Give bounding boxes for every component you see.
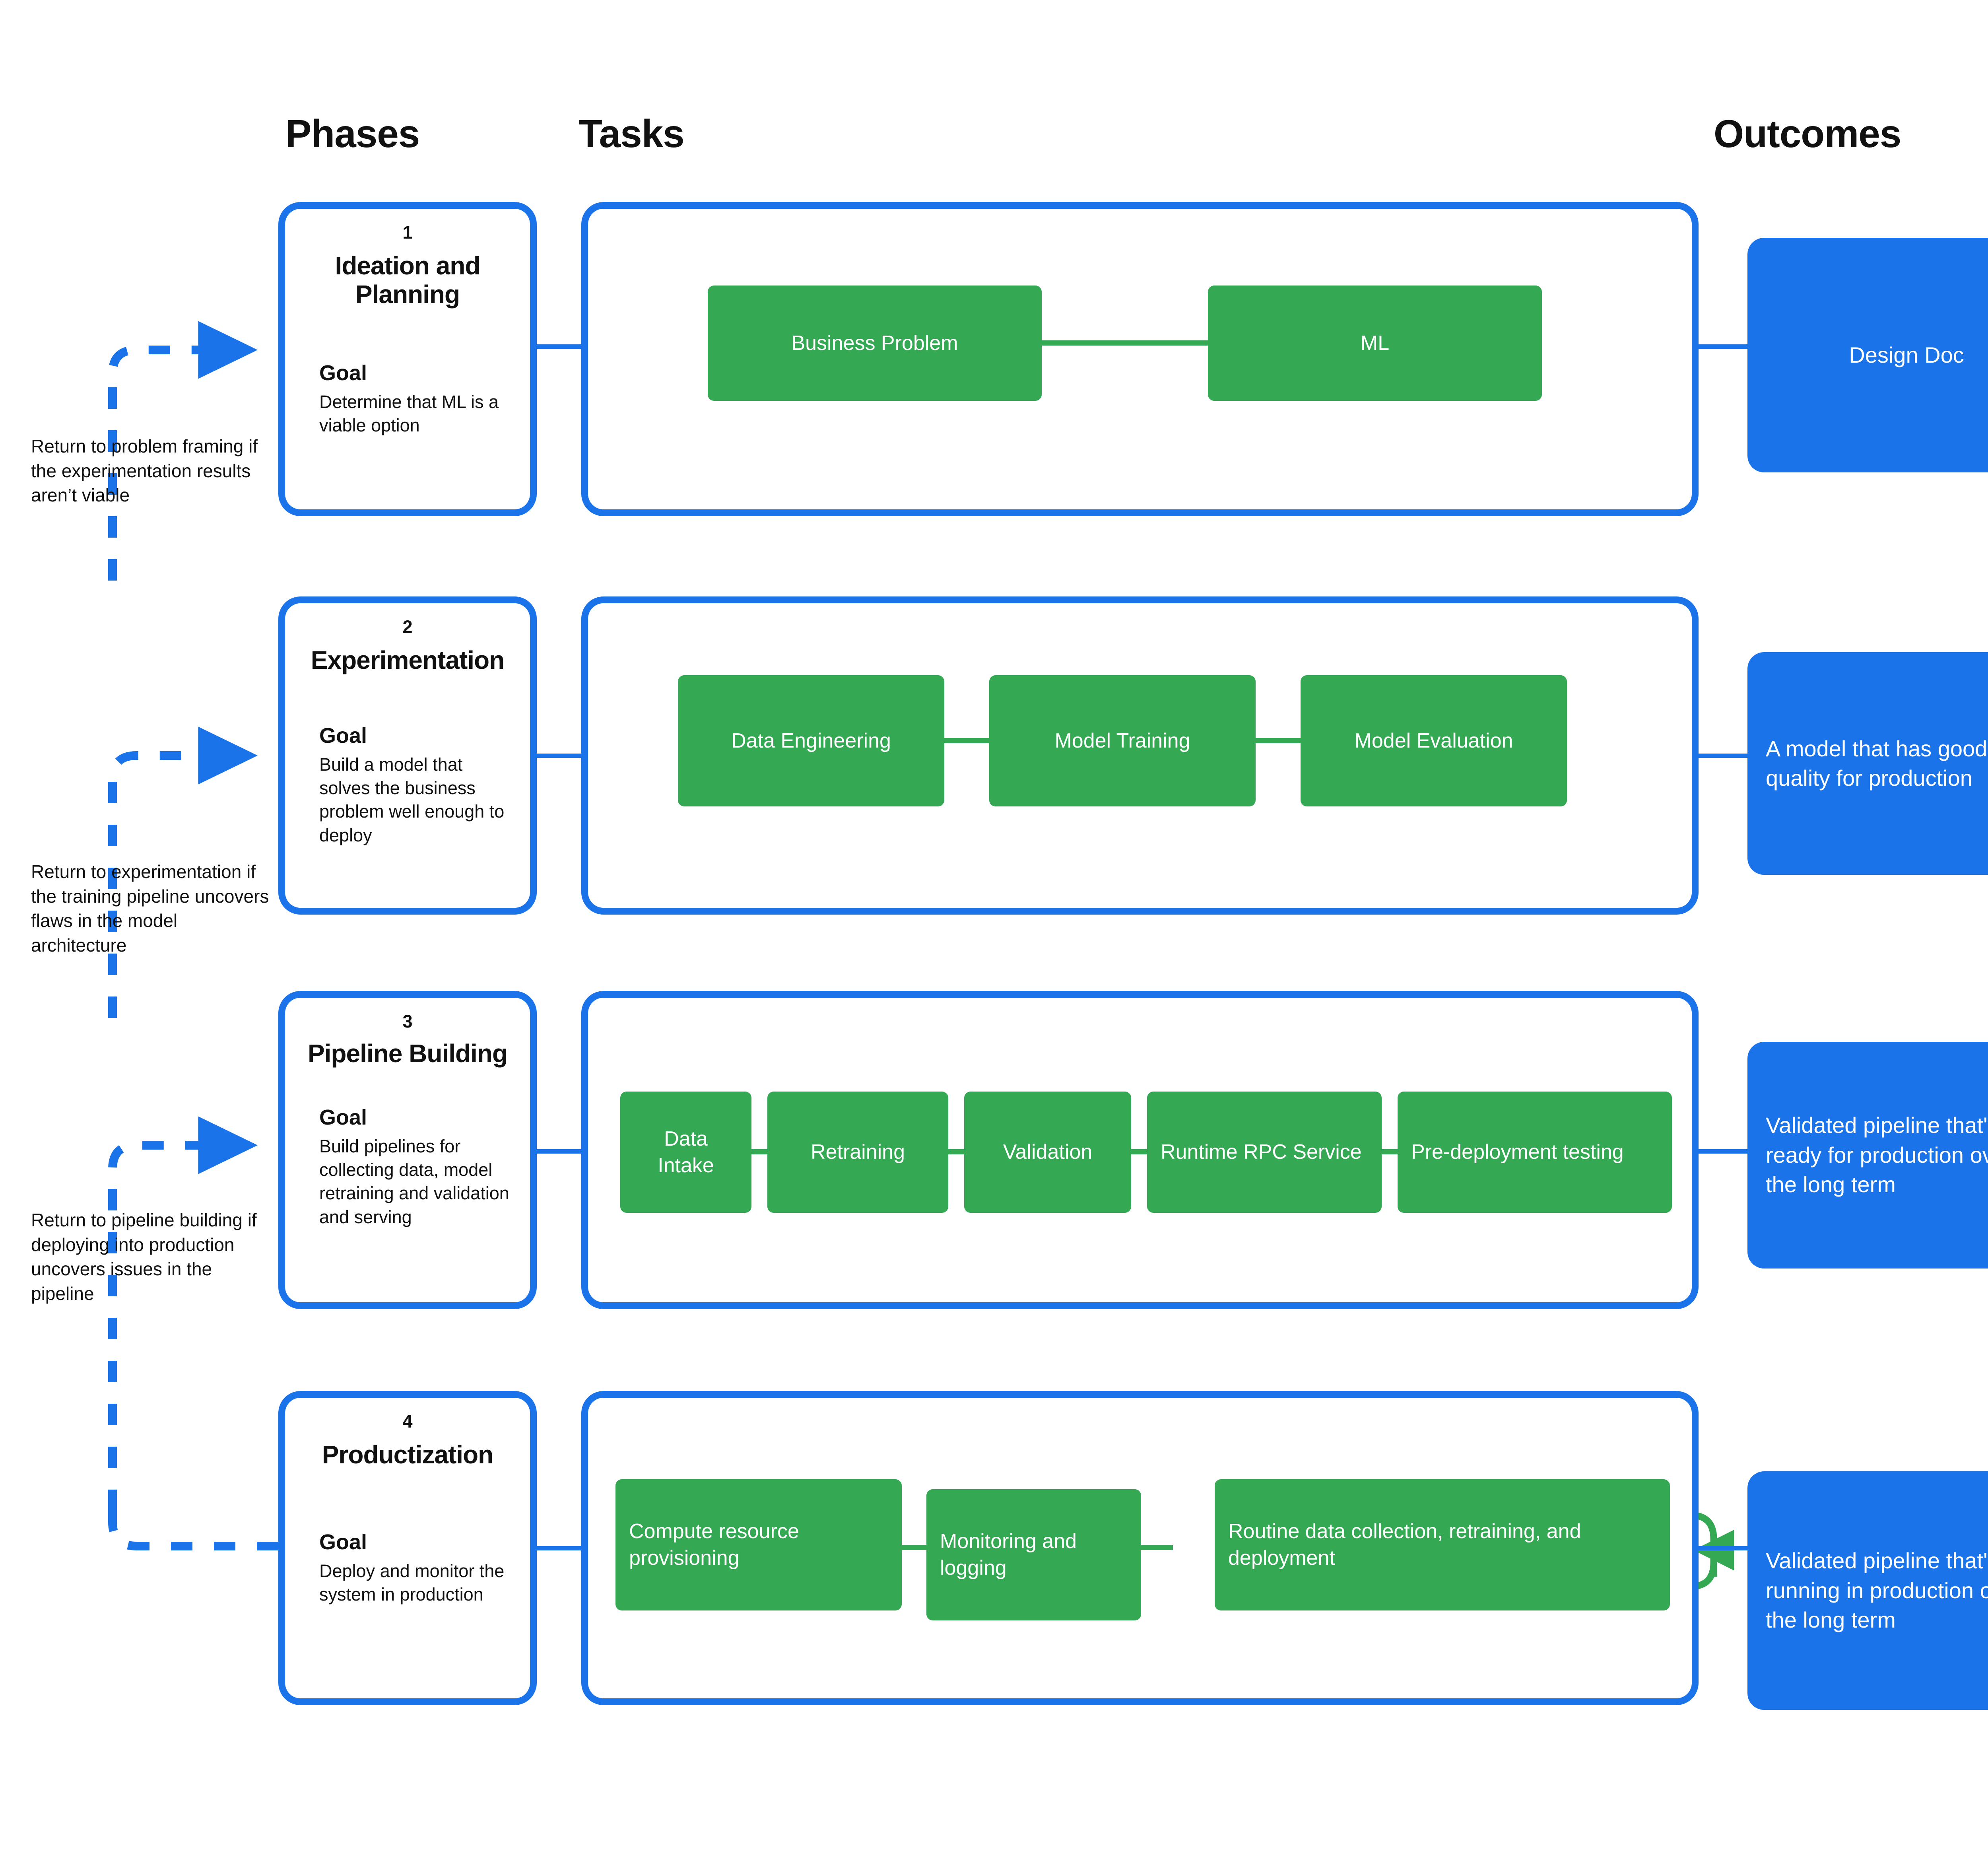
- connector-phase3-tasks: [537, 1149, 582, 1154]
- outcome-card-2[interactable]: A model that has good quality for produc…: [1747, 652, 1988, 875]
- phase-card-3[interactable]: 3 Pipeline Building Goal Build pipelines…: [278, 991, 537, 1309]
- task-box-compute-resource-provisioning[interactable]: Compute resource provisioning: [615, 1479, 902, 1610]
- column-header-tasks: Tasks: [579, 112, 685, 155]
- goal-text-4: Deploy and monitor the system in product…: [319, 1560, 505, 1605]
- phase-title-1: Ideation and Planning: [335, 251, 481, 309]
- goal-text-1: Determine that ML is a viable option: [319, 391, 499, 435]
- task-box-model-training[interactable]: Model Training: [989, 675, 1256, 806]
- task-box-runtime-rpc-service[interactable]: Runtime RPC Service: [1147, 1092, 1382, 1213]
- annotation-return-to-problem-framing: Return to problem framing if the experim…: [31, 436, 258, 506]
- connector-task2-1-2: [940, 738, 992, 743]
- phase-number-2: 2: [402, 617, 413, 637]
- connector-task2-2-3: [1251, 738, 1304, 743]
- phase-title-3: Pipeline Building: [307, 1039, 508, 1068]
- feedback-arrow-to-phase-3: [108, 1116, 258, 1511]
- task-box-ml[interactable]: ML: [1208, 286, 1542, 401]
- phase-goal-1: Goal Determine that ML is a viable optio…: [319, 360, 514, 437]
- goal-label-2: Goal: [319, 724, 367, 748]
- phase-title-2: Experimentation: [311, 646, 505, 674]
- connector-task3-2-3: [944, 1149, 967, 1154]
- goal-text-2: Build a model that solves the business p…: [319, 754, 505, 845]
- connector-task4-1-2: [898, 1545, 930, 1550]
- connector-phase4-tasks: [537, 1546, 582, 1550]
- task-box-data-intake[interactable]: Data Intake: [620, 1092, 751, 1213]
- connector-task-1-2: [1037, 340, 1212, 346]
- phase-number-4: 4: [402, 1411, 413, 1432]
- outcome-card-1[interactable]: Design Doc: [1747, 238, 1988, 472]
- annotation-return-to-pipeline-building: Return to pipeline building if deploying…: [31, 1210, 257, 1304]
- outcome-card-4[interactable]: Validated pipeline that's running in pro…: [1747, 1471, 1988, 1710]
- feedback-arrow-from-phase-4: [108, 1503, 278, 1550]
- phase-card-1[interactable]: 1 Ideation and Planning Goal Determine t…: [278, 202, 537, 516]
- outcome-card-3[interactable]: Validated pipeline that's ready for prod…: [1747, 1042, 1988, 1269]
- connector-tasks1-outcome: [1699, 344, 1750, 349]
- phase-number-3: 3: [402, 1011, 413, 1032]
- connector-task3-3-4: [1126, 1149, 1150, 1154]
- phase-goal-2: Goal Build a model that solves the busin…: [319, 723, 514, 847]
- task-box-model-evaluation[interactable]: Model Evaluation: [1301, 675, 1567, 806]
- goal-text-3: Build pipelines for collecting data, mod…: [319, 1136, 509, 1227]
- phase-card-4[interactable]: 4 Productization Goal Deploy and monitor…: [278, 1391, 537, 1705]
- column-header-outcomes: Outcomes: [1714, 112, 1901, 155]
- task-box-retraining[interactable]: Retraining: [767, 1092, 948, 1213]
- task-box-data-engineering[interactable]: Data Engineering: [678, 675, 944, 806]
- goal-label-1: Goal: [319, 361, 367, 385]
- connector-tasks4-outcome: [1699, 1546, 1750, 1550]
- connector-phase2-tasks: [537, 754, 582, 758]
- connector-phase1-tasks: [537, 344, 582, 349]
- connector-task3-1-2: [747, 1149, 771, 1154]
- connector-tasks3-outcome: [1699, 1149, 1750, 1154]
- connector-task4-2-3: [1137, 1545, 1173, 1550]
- phase-number-1: 1: [402, 222, 413, 243]
- goal-label-3: Goal: [319, 1105, 367, 1129]
- goal-label-4: Goal: [319, 1530, 367, 1554]
- task-box-pre-deployment-testing[interactable]: Pre-deployment testing: [1398, 1092, 1672, 1213]
- connector-task3-4-5: [1377, 1149, 1401, 1154]
- phase-goal-3: Goal Build pipelines for collecting data…: [319, 1104, 514, 1229]
- phase-card-2[interactable]: 2 Experimentation Goal Build a model tha…: [278, 596, 537, 915]
- annotation-return-to-experimentation: Return to experimentation if the trainin…: [31, 861, 269, 956]
- task-box-monitoring-and-logging[interactable]: Monitoring and logging: [926, 1489, 1141, 1620]
- phase-title-4: Productization: [322, 1440, 493, 1469]
- phase-goal-4: Goal Deploy and monitor the system in pr…: [319, 1529, 514, 1606]
- task-box-business-problem[interactable]: Business Problem: [708, 286, 1042, 401]
- task-box-routine-data-collection[interactable]: Routine data collection, retraining, and…: [1215, 1479, 1670, 1610]
- connector-tasks2-outcome: [1699, 754, 1750, 758]
- task-box-validation[interactable]: Validation: [964, 1092, 1131, 1213]
- column-header-phases: Phases: [285, 112, 420, 155]
